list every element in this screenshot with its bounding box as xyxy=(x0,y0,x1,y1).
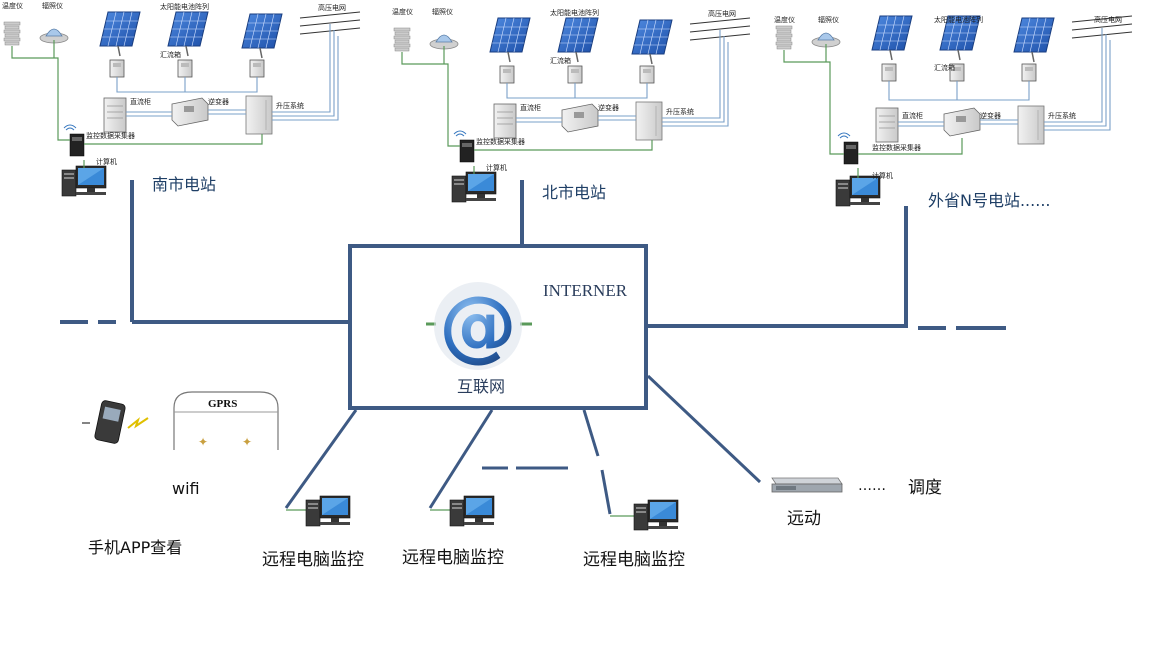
label-collector: 监控数据采集器 xyxy=(86,131,135,140)
label-pv: 太阳能电池阵列 xyxy=(934,15,983,24)
boost-system-icon xyxy=(635,101,663,141)
label-dc: 直流柜 xyxy=(902,111,923,120)
remote-computer-icon xyxy=(449,495,495,527)
dispatch-label: 调度 xyxy=(908,478,942,498)
combiner-box-icon xyxy=(499,65,515,84)
boost-system-icon xyxy=(245,95,273,135)
remote-computer-icon xyxy=(305,495,351,527)
svg-text:✦: ✦ xyxy=(198,435,208,449)
station-name: 北市电站 xyxy=(542,183,606,202)
label-grid: 高压电网 xyxy=(1094,15,1122,24)
station-waisheng: 温度仪 辐照仪 太阳能电池阵列 高压电网 汇流箱 直流柜 逆变器 升压系统 监控… xyxy=(774,15,1133,210)
solar-panel-icon xyxy=(871,15,913,61)
label-irr: 辐照仪 xyxy=(432,7,453,16)
label-irr: 辐照仪 xyxy=(42,1,63,10)
internet-box xyxy=(348,244,648,410)
wifi-label: wifi xyxy=(172,479,200,498)
solar-panel-icon xyxy=(167,11,209,57)
inverter-icon xyxy=(171,97,209,127)
solar-panel-icon xyxy=(489,17,531,63)
inverter-icon xyxy=(943,107,981,137)
computer-icon xyxy=(61,165,107,197)
dc-cabinet-icon xyxy=(103,97,127,133)
combiner-box-icon xyxy=(567,65,583,84)
mobile-phone-icon xyxy=(82,400,126,444)
backbone xyxy=(60,180,1006,330)
boost-system-icon xyxy=(1017,105,1045,145)
gprs-label: GPRS xyxy=(208,398,237,410)
wireless-signal-icon xyxy=(127,417,149,429)
telecontrol-label: 远动 xyxy=(787,509,821,529)
label-irr: 辐照仪 xyxy=(818,15,839,24)
combiner-box-icon xyxy=(639,65,655,84)
dc-cabinet-icon xyxy=(493,103,517,139)
label-grid: 高压电网 xyxy=(318,3,346,12)
station-beishi: 温度仪 辐照仪 太阳能电池阵列 高压电网 汇流箱 直流柜 逆变器 升压系统 监控… xyxy=(392,7,751,203)
temperature-sensor-icon xyxy=(775,25,793,50)
solar-panel-icon xyxy=(557,17,599,63)
gprs-tower-icon: ✦ ✦ xyxy=(173,391,279,450)
data-collector-icon xyxy=(837,132,859,165)
label-collector: 监控数据采集器 xyxy=(476,137,525,146)
svg-text:✦: ✦ xyxy=(242,435,252,449)
label-pv: 太阳能电池阵列 xyxy=(550,8,599,17)
station-nanshi: 温度仪 辐照仪 太阳能电池阵列 高压电网 汇流箱 直流柜 逆变器 升压系统 监控… xyxy=(2,1,361,197)
label-temp: 温度仪 xyxy=(774,15,795,24)
label-combiner: 汇流箱 xyxy=(934,63,955,72)
label-temp: 温度仪 xyxy=(2,1,23,10)
internet-label-en: INTERNER xyxy=(543,281,628,300)
lower-links xyxy=(284,374,762,515)
solar-panel-icon xyxy=(1013,17,1055,63)
remote-label: 远程电脑监控 xyxy=(262,550,364,570)
temperature-sensor-icon xyxy=(393,27,411,52)
svg-text:@: @ xyxy=(439,281,517,371)
at-sign-icon: @ xyxy=(426,281,532,371)
label-dc: 直流柜 xyxy=(520,103,541,112)
computer-icon xyxy=(451,171,497,203)
combiner-box-icon xyxy=(249,59,265,78)
combiner-box-icon xyxy=(109,59,125,78)
label-dc: 直流柜 xyxy=(130,97,151,106)
combiner-box-icon xyxy=(881,63,897,82)
label-inverter: 逆变器 xyxy=(598,103,619,112)
inverter-icon xyxy=(561,103,599,133)
label-boost: 升压系统 xyxy=(666,107,694,116)
label-computer: 计算机 xyxy=(486,163,507,172)
label-pv: 太阳能电池阵列 xyxy=(160,2,209,11)
label-combiner: 汇流箱 xyxy=(160,50,181,59)
ellipsis-label: …… xyxy=(858,478,886,494)
label-boost: 升压系统 xyxy=(1048,111,1076,120)
label-combiner: 汇流箱 xyxy=(550,56,571,65)
combiner-box-icon xyxy=(177,59,193,78)
solar-panel-icon xyxy=(631,19,673,65)
remote-label: 远程电脑监控 xyxy=(583,550,685,570)
internet-label-cn: 互联网 xyxy=(457,377,505,396)
label-inverter: 逆变器 xyxy=(980,111,1001,120)
remote-computer-icon xyxy=(633,499,679,531)
label-computer: 计算机 xyxy=(96,157,117,166)
label-collector: 监控数据采集器 xyxy=(872,143,921,152)
remote-label: 远程电脑监控 xyxy=(402,548,504,568)
label-computer: 计算机 xyxy=(872,171,893,180)
solar-panel-icon xyxy=(241,13,283,59)
label-temp: 温度仪 xyxy=(392,7,413,16)
dc-cabinet-icon xyxy=(875,107,899,143)
computer-icon xyxy=(835,175,881,207)
mobile-app-label: 手机APP查看 xyxy=(88,538,182,557)
temperature-sensor-icon xyxy=(3,21,21,46)
station-name: 外省N号电站...... xyxy=(928,191,1051,210)
telecontrol-device-icon xyxy=(771,477,843,493)
label-grid: 高压电网 xyxy=(708,9,736,18)
solar-panel-icon xyxy=(99,11,141,57)
combiner-box-icon xyxy=(1021,63,1037,82)
label-inverter: 逆变器 xyxy=(208,97,229,106)
station-name: 南市电站 xyxy=(152,175,216,194)
label-boost: 升压系统 xyxy=(276,101,304,110)
